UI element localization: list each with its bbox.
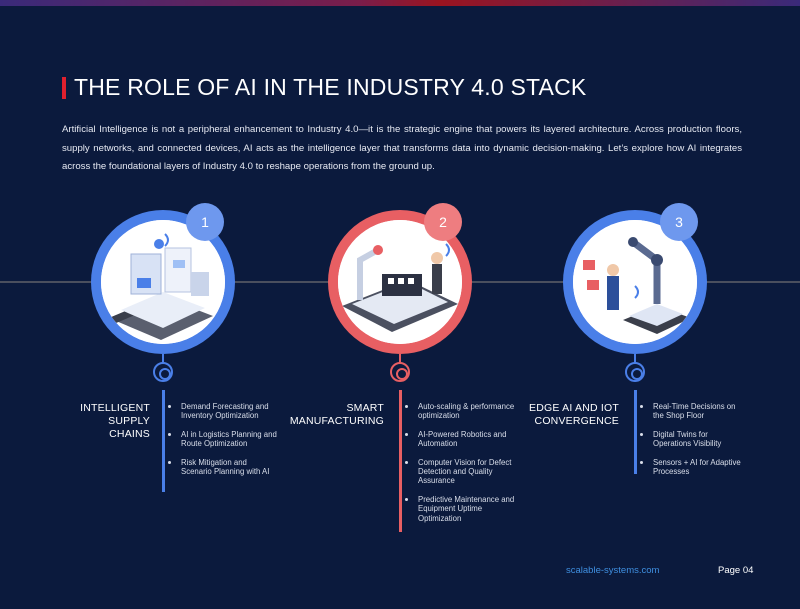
stem-3 [634,354,636,366]
column-title-3-line1: EDGE AI AND IOT [529,402,619,414]
page-title-block: THE ROLE OF AI IN THE INDUSTRY 4.0 STACK [62,74,586,101]
website-link[interactable]: scalable-systems.com [566,565,660,576]
column-title-1-line3: CHAINS [109,428,150,440]
page-title: THE ROLE OF AI IN THE INDUSTRY 4.0 STACK [74,74,587,100]
list-item: Demand Forecasting and Inventory Optimiz… [168,402,279,421]
list-item: Computer Vision for Defect Detection and… [405,458,516,486]
column-title-2-line2: MANUFACTURING [289,415,384,427]
column-title-1-line2: SUPPLY [108,415,150,427]
column-3-list: Real-Time Decisions on the Shop Floor Di… [640,402,741,485]
vertical-bar-2 [399,390,402,532]
step-number-badge-2: 2 [424,203,462,241]
step-number-badge-1: 1 [186,203,224,241]
list-item: Sensors + AI for Adaptive Processes [640,458,741,477]
timeline-node-3 [625,362,645,382]
title-accent-bar [62,76,66,99]
column-title-3: EDGE AI AND IOT CONVERGENCE [510,402,619,428]
list-item: Auto-scaling & performance optimization [405,402,516,421]
intro-paragraph: Artificial Intelligence is not a periphe… [62,124,742,172]
step-number-badge-3: 3 [660,203,698,241]
stem-2 [399,354,401,366]
vertical-bar-1 [162,390,165,492]
column-title-3-line2: CONVERGENCE [534,415,619,427]
timeline-node-1 [153,362,173,382]
column-title-1: INTELLIGENT SUPPLY CHAINS [64,402,150,441]
column-title-1-line1: INTELLIGENT [80,402,150,414]
list-item: Real-Time Decisions on the Shop Floor [640,402,741,421]
list-item: Digital Twins for Operations Visibility [640,430,741,449]
page-number: Page 04 [718,565,754,576]
illustration-circle-3 [563,210,707,354]
illustration-circle-2 [328,210,472,354]
list-item: Predictive Maintenance and Equipment Upt… [405,495,516,523]
vertical-bar-3 [634,390,637,474]
list-item: Risk Mitigation and Scenario Planning wi… [168,458,279,477]
column-2-list: Auto-scaling & performance optimization … [405,402,516,532]
list-item: AI-Powered Robotics and Automation [405,430,516,449]
list-item: AI in Logistics Planning and Route Optim… [168,430,279,449]
column-title-2: SMART MANUFACTURING [280,402,384,428]
stem-1 [162,354,164,366]
column-1-list: Demand Forecasting and Inventory Optimiz… [168,402,279,485]
timeline-node-2 [390,362,410,382]
top-accent-strip [0,0,800,6]
column-title-2-line1: SMART [346,402,384,414]
